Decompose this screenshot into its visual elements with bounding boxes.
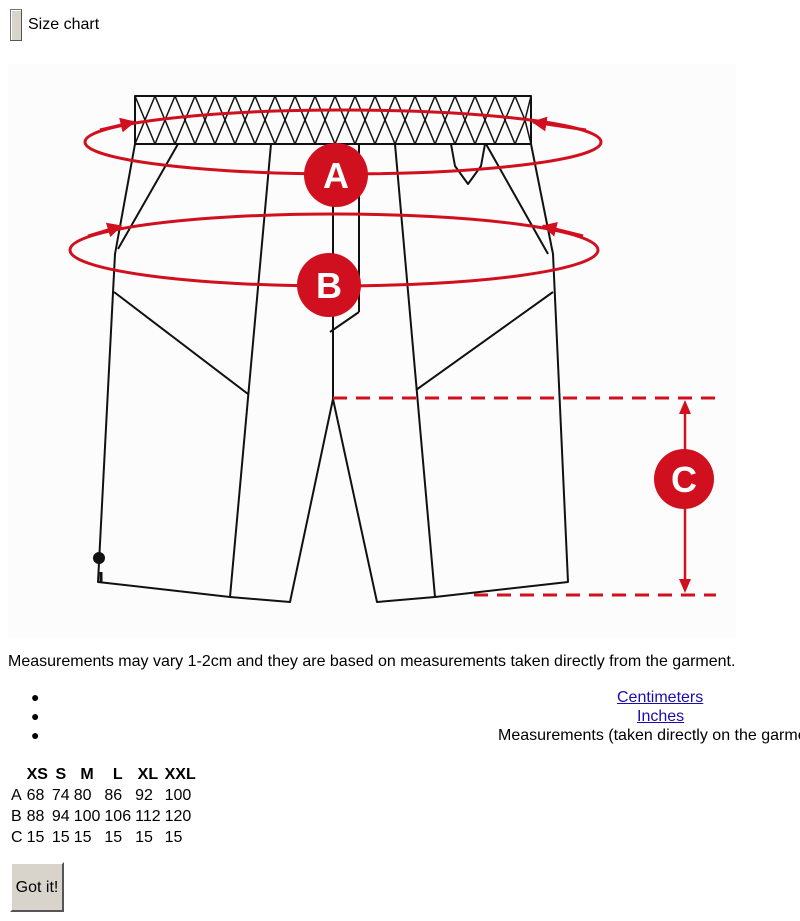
table-cell: 112: [135, 808, 161, 825]
size-header-row: XS S M L XL XXL: [10, 765, 197, 784]
table-row: B 88 94 100 106 112 120: [10, 807, 197, 826]
size-header-xl: XL: [137, 766, 159, 783]
size-header-s: S: [55, 766, 67, 783]
table-cell: 15: [26, 829, 45, 846]
table-cell: 15: [73, 829, 92, 846]
measurement-a: A: [83, 108, 603, 207]
size-table: XS S M L XL XXL A 68 74 80 86 92 100 B 8…: [8, 763, 199, 849]
bullet-icon: ●: [31, 708, 40, 724]
table-row: A 68 74 80 86 92 100: [10, 786, 197, 805]
marker-b-badge: [297, 253, 361, 317]
marker-c-label: C: [671, 459, 697, 500]
row-label: B: [11, 808, 22, 825]
corner-cell: [10, 765, 24, 784]
bullet-icon: ●: [31, 727, 40, 743]
marker-b-label: B: [316, 265, 342, 306]
panel-toggle-button[interactable]: [10, 9, 22, 41]
measurement-c: C: [333, 396, 716, 597]
marker-a-label: A: [323, 155, 349, 196]
unit-selector-list: ● Centimeters ● Inches ● Measurements (t…: [0, 688, 800, 745]
row-label: A: [11, 787, 22, 804]
got-it-button[interactable]: Got it!: [10, 862, 64, 912]
size-header-xs: XS: [26, 766, 48, 783]
bullet-icon: ●: [31, 689, 40, 705]
shorts-measurement-diagram: A B C: [8, 64, 736, 638]
unit-item-centimeters: ● Centimeters: [0, 688, 800, 707]
table-cell: 15: [164, 829, 183, 846]
unit-item-description: ● Measurements (taken directly on the ga…: [0, 726, 800, 745]
row-label: C: [11, 829, 23, 846]
measurement-b: B: [68, 212, 600, 317]
size-chart-header: Size chart: [10, 8, 99, 42]
unit-item-inches: ● Inches: [0, 707, 800, 726]
inches-link[interactable]: Inches: [637, 708, 685, 725]
table-cell: 88: [26, 808, 45, 825]
table-cell: 15: [51, 829, 70, 846]
table-row: C 15 15 15 15 15 15: [10, 828, 197, 847]
table-cell: 100: [164, 787, 192, 804]
marker-a-badge: [304, 143, 368, 207]
size-header-l: L: [112, 766, 123, 783]
table-cell: 94: [51, 808, 70, 825]
table-cell: 106: [104, 808, 132, 825]
table-cell: 92: [135, 787, 153, 804]
page-title: Size chart: [28, 16, 100, 33]
shorts-illustration: A B C: [68, 95, 716, 603]
size-header-m: M: [80, 766, 94, 783]
size-header-xxl: XXL: [164, 766, 196, 783]
table-cell: 100: [73, 808, 101, 825]
table-cell: 74: [51, 787, 70, 804]
table-cell: 86: [104, 787, 123, 804]
table-cell: 120: [164, 808, 192, 825]
measurement-note: Measurements may vary 1-2cm and they are…: [8, 653, 736, 670]
measurement-description: Measurements (taken directly on the garm…: [498, 727, 800, 744]
centimeters-link[interactable]: Centimeters: [617, 689, 704, 706]
table-cell: 15: [135, 829, 153, 846]
table-cell: 68: [26, 787, 45, 804]
marker-c-badge: [654, 449, 714, 509]
table-cell: 80: [73, 787, 92, 804]
table-cell: 15: [104, 829, 123, 846]
shorts-button-detail: [93, 552, 105, 564]
